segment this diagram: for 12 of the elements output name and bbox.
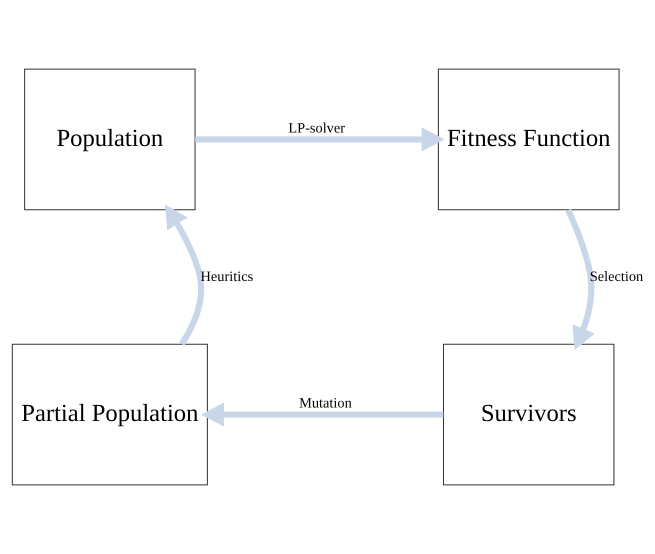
arrow — [565, 208, 595, 350]
edge-label: Heuritics — [200, 268, 254, 285]
node-box: Survivors — [443, 344, 614, 486]
edge-label: Mutation — [299, 396, 352, 412]
arrow — [165, 204, 204, 346]
edge-label: Selection — [590, 268, 644, 285]
arrow — [195, 127, 445, 152]
node-box: Partial Population — [12, 344, 208, 486]
edge-label: LP-solver — [288, 120, 346, 136]
node-box: Population — [24, 68, 196, 210]
arrow — [200, 402, 444, 427]
node-box: Fitness Function — [438, 68, 620, 210]
